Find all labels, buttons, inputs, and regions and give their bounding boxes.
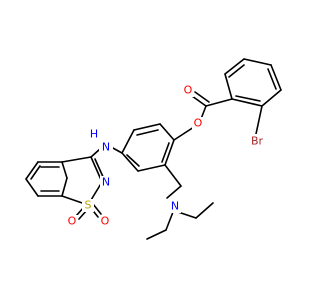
bond-c3-nh <box>90 148 101 158</box>
atom-n-ring: N <box>100 176 112 189</box>
atom-label-n-amine: N <box>102 141 110 154</box>
atom-label-n-ring: N <box>102 176 110 189</box>
atom-o-sulfonyl-right: O <box>99 215 111 228</box>
atom-s: S <box>82 199 94 212</box>
structure-drawing: N H N S O O N O O Br <box>25 58 282 240</box>
bond-c-br <box>255 105 263 135</box>
central-ring <box>121 123 175 172</box>
atom-label-h-amine: H <box>90 128 98 141</box>
diethylaminomethyl <box>146 164 214 240</box>
atom-label-o-s-right: O <box>101 215 110 228</box>
atom-label-o-ester: O <box>194 117 203 130</box>
atom-label-n-ethyl: N <box>171 200 179 213</box>
bromophenyl-ring <box>224 58 282 107</box>
atom-n-ethyl: N <box>168 200 181 213</box>
molecule-diagram: N H N S O O N O O Br <box>25 58 282 240</box>
atom-label-o-s-left: O <box>68 215 77 228</box>
atom-o-carbonyl: O <box>182 84 194 97</box>
isothiazole-ring <box>61 156 105 206</box>
benzo-ring <box>25 161 68 197</box>
bond-ring-oester <box>173 126 195 141</box>
atom-label-s: S <box>85 199 92 212</box>
atom-br: Br <box>247 134 267 148</box>
atom-o-ester: O <box>192 117 204 130</box>
atom-o-sulfonyl-left: O <box>66 215 78 228</box>
atom-label-o-carbonyl: O <box>184 84 193 97</box>
atom-nh: N H <box>89 128 113 155</box>
atom-label-br: Br <box>251 135 264 148</box>
ester-group <box>191 91 233 120</box>
